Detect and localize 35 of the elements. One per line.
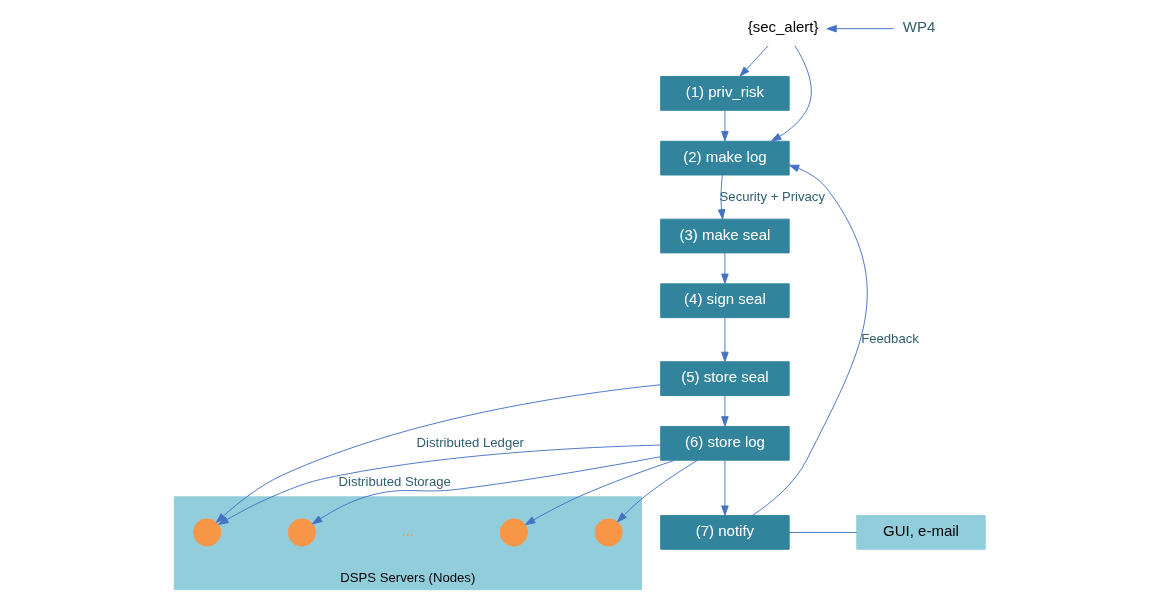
arrow: [525, 459, 676, 526]
node-box: (5) store seal: [660, 361, 790, 396]
arrow: [721, 252, 729, 284]
node-box: (7) notify: [660, 515, 790, 550]
node-text: WP4: [902, 18, 936, 36]
arrow: [312, 456, 662, 525]
node-circle: [287, 518, 316, 547]
arrow: [717, 174, 726, 220]
node-box: (2) make log: [660, 140, 790, 176]
edge-label: Distributed Ledger: [416, 434, 524, 450]
edge-label: Feedback: [861, 331, 919, 347]
node-box: (1) priv_risk: [660, 76, 790, 111]
node-circle: [594, 518, 623, 547]
arrow: [721, 317, 729, 363]
arrow: [617, 459, 698, 523]
node-circle: [499, 518, 528, 547]
arrow: [218, 444, 661, 525]
arrow: [721, 395, 729, 427]
arrow: [771, 45, 812, 142]
edge-label: Distributed Storage: [338, 473, 451, 489]
node-box: (3) make seal: [660, 218, 790, 254]
node-circle: [193, 518, 222, 547]
node-box: (6) store log: [660, 425, 790, 461]
arrow: [826, 24, 894, 33]
node-box: GUI, e-mail: [856, 515, 986, 550]
edge-label: Security + Privacy: [719, 188, 825, 204]
arrow: [739, 45, 769, 77]
connector: [788, 532, 858, 533]
arrow: [215, 384, 662, 523]
arrow: [752, 164, 868, 516]
arrow: [721, 459, 729, 516]
label: ...: [401, 522, 415, 540]
node-text: {sec_alert}: [747, 18, 819, 36]
node-box: (4) sign seal: [660, 283, 790, 319]
arrow: [721, 110, 729, 142]
